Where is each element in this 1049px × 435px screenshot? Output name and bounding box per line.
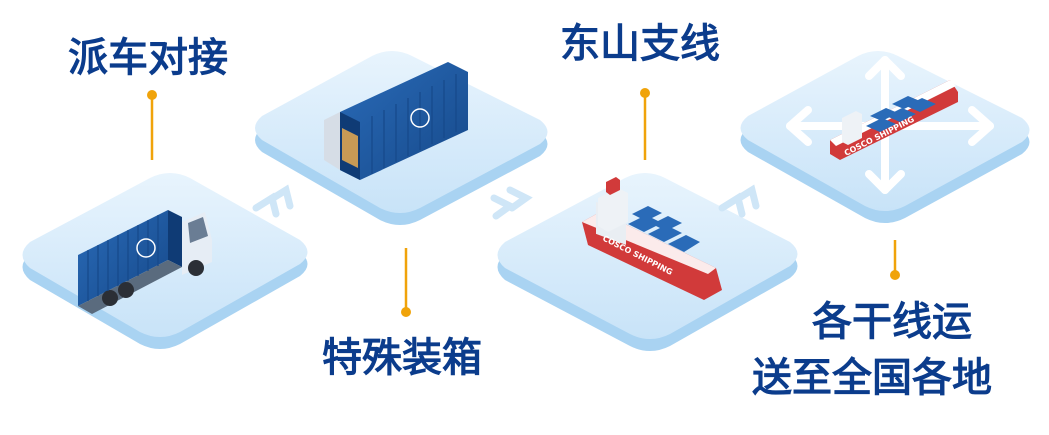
connector-3: [640, 88, 650, 160]
step-label-2: 特殊装箱: [322, 335, 482, 381]
step-label-4a: 各干线运: [812, 299, 972, 345]
step-label-3: 东山支线: [560, 21, 720, 67]
feeder-ship-icon: COSCO SHIPPING: [582, 177, 722, 300]
connector-1: [147, 90, 157, 160]
connector-4: [890, 240, 900, 280]
step-label-1: 派车对接: [68, 35, 228, 81]
step-label-4b: 送至全国各地: [752, 355, 992, 401]
chevron-3-icon: [718, 184, 760, 218]
chevron-2-icon: [490, 186, 533, 220]
container-loading-icon: [324, 62, 468, 180]
connector-2: [401, 248, 411, 317]
chevron-1-icon: [252, 184, 294, 218]
truck-icon: [78, 210, 212, 314]
